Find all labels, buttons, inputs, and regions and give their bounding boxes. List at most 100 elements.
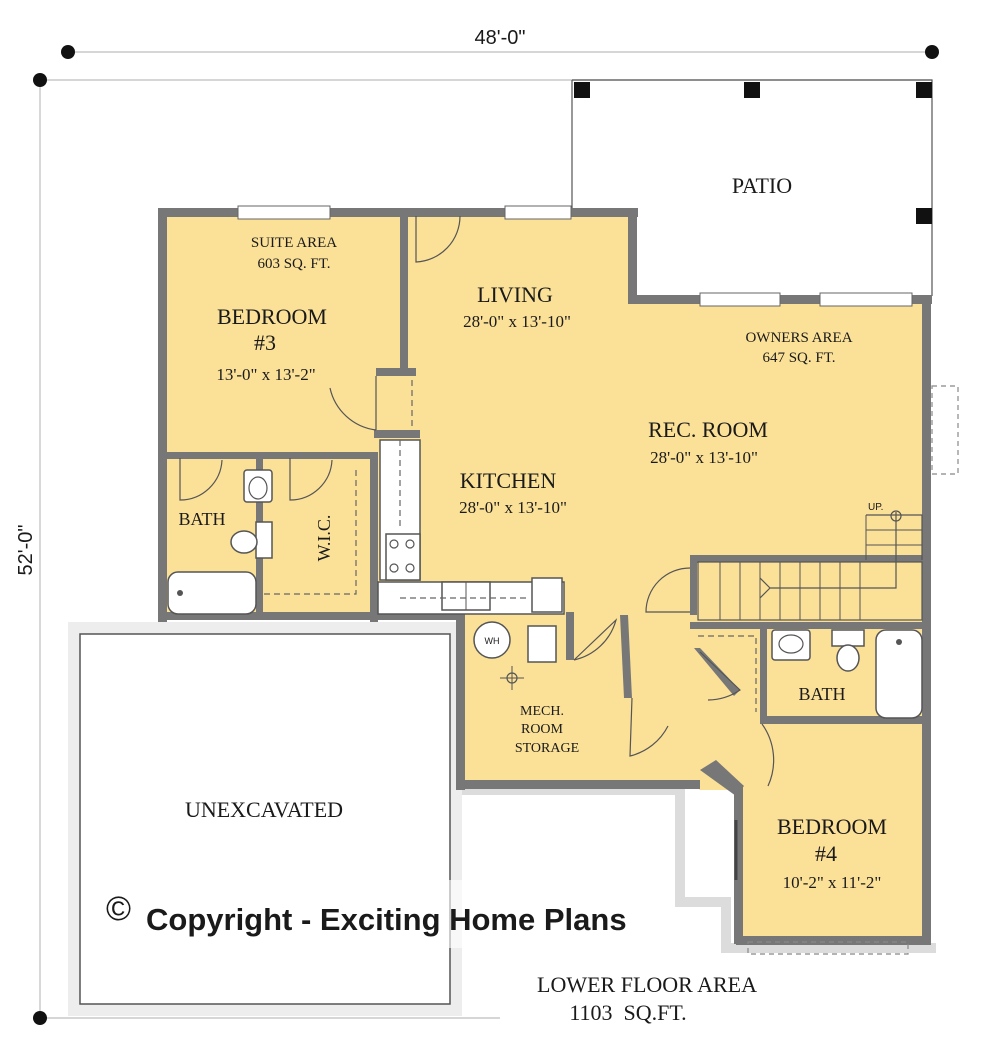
door-swing [329,376,377,431]
stair-direction-arrow [759,512,897,599]
water-heater-icon [473,621,511,659]
bedroom4-size: 10'-2" x 11'-2" [783,873,882,892]
toilet-icon [836,644,860,672]
unexcavated-label: UNEXCAVATED [185,797,343,822]
bedroom4-name: BEDROOM [777,814,887,839]
dimension-dot [33,1011,47,1025]
depth-dimension-label: 52'-0" [15,525,37,576]
bedroom3-name: BEDROOM [217,304,327,329]
toilet-tank [255,521,273,559]
bedroom3-number: #3 [254,330,276,355]
mech-room-fixtures: WH [473,621,557,690]
owners-area-title: OWNERS AREA [745,330,852,346]
wall [760,716,926,724]
door-swing [415,215,461,263]
doors [179,215,775,880]
door-swing [645,567,691,613]
summary-area: 1103 SQ.FT. [569,1000,686,1025]
footing-edge [462,785,936,953]
suite-area-size: 603 SQ. FT. [257,256,330,272]
wall [734,786,743,944]
wall [690,622,926,629]
sink-icon [778,634,804,654]
room-labels: SUITE AREA 603 SQ. FT. BEDROOM #3 13'-0"… [178,235,887,892]
kitchen-size: 28'-0" x 13'-10" [459,498,567,517]
wall [158,208,167,622]
window-well [747,941,909,955]
door-swing [573,618,618,661]
door-swing [629,697,669,757]
door-swing [289,458,333,501]
watermark-backdrop [96,880,656,948]
wall [690,555,697,615]
wall [400,210,408,376]
mech-label-line2: ROOM [521,722,564,737]
summary-title: LOWER FLOOR AREA [537,972,757,997]
patio-post [574,82,590,98]
toilet-icon [230,530,258,554]
living-name: LIVING [477,282,553,307]
dimension-dot [925,45,939,59]
wall [456,612,465,790]
suite-area-title: SUITE AREA [251,235,337,251]
wall [628,208,637,304]
window [819,292,913,307]
stairs-up-label: UP. [868,502,883,513]
drain-icon [177,590,183,596]
wall [922,295,931,945]
sink-vanity [243,469,273,503]
bathtub-icon [167,571,257,615]
patio-post [744,82,760,98]
window [237,205,331,220]
wall [620,615,632,698]
mech-label-line1: MECH. [520,704,564,719]
wall [700,760,744,796]
burner-icon [389,563,399,573]
patio-post [916,208,932,224]
toilet-tank [831,629,865,647]
rec-room-name: REC. ROOM [648,417,768,442]
patio-post [916,82,932,98]
owner-bath-name: BATH [798,684,845,704]
windows [237,205,959,955]
floor-area [160,210,928,940]
copyright-symbol: © [106,890,131,928]
drain-icon [896,639,902,645]
wall [160,452,374,459]
kitchen-name: KITCHEN [460,468,557,493]
suite-bath-fixtures [167,469,273,615]
window [699,292,781,307]
patio: PATIO [571,79,933,296]
owner-bath-fixtures [771,629,923,719]
burner-icon [389,539,399,549]
width-dimension-label: 48'-0" [475,27,526,49]
sink-vanity [771,629,811,661]
floor-summary: LOWER FLOOR AREA 1103 SQ.FT. [537,972,757,1025]
window-well [931,385,959,475]
living-size: 28'-0" x 13'-10" [463,312,571,331]
wall [690,555,926,563]
wall [760,622,767,718]
sink-icon [248,476,268,500]
suite-bath-name: BATH [178,509,225,529]
cooktop [385,533,421,581]
mech-label-line3: STORAGE [515,741,579,756]
wall [374,430,420,438]
wic-name: W.I.C. [314,515,334,562]
wall [158,208,638,217]
copyright-text: Copyright - Exciting Home Plans [146,902,627,937]
wall [736,936,931,945]
dimension-dot [61,45,75,59]
burner-icon [405,563,415,573]
wall [456,780,700,789]
door-swing [699,651,741,701]
bedroom3-size: 13'-0" x 13'-2" [216,365,315,384]
wall [158,612,464,620]
wic-shelf [262,470,357,595]
kitchen-fixtures [377,439,565,615]
bathtub-icon [875,629,923,719]
furnace-icon [527,625,557,663]
water-heater-label: WH [485,636,500,646]
burner-icon [405,539,415,549]
door-swing [179,458,223,501]
